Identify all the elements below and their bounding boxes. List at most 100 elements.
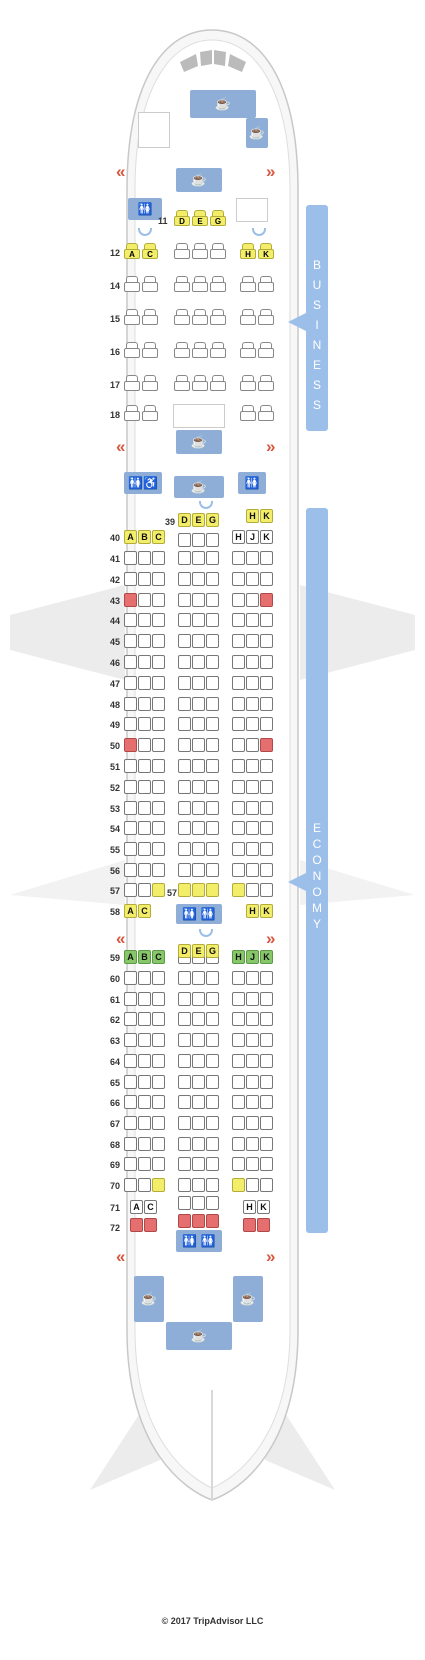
- economy-seat[interactable]: [192, 1012, 205, 1027]
- economy-seat[interactable]: [138, 1012, 151, 1027]
- business-seat[interactable]: [210, 309, 226, 325]
- economy-seat[interactable]: [152, 655, 165, 669]
- economy-seat[interactable]: [138, 717, 151, 732]
- economy-seat[interactable]: [178, 800, 191, 815]
- economy-seat[interactable]: [152, 883, 165, 897]
- economy-seat[interactable]: [178, 1214, 191, 1228]
- economy-seat[interactable]: [246, 800, 259, 815]
- economy-seat[interactable]: [192, 696, 205, 711]
- economy-seat[interactable]: [232, 613, 245, 628]
- business-seat[interactable]: [174, 309, 190, 325]
- economy-seat[interactable]: B: [138, 950, 151, 964]
- economy-seat[interactable]: [124, 1074, 137, 1089]
- business-seat[interactable]: [258, 405, 274, 421]
- economy-seat[interactable]: [260, 717, 273, 732]
- economy-seat[interactable]: [152, 1178, 165, 1192]
- economy-seat[interactable]: [178, 696, 191, 711]
- economy-seat[interactable]: [192, 1053, 205, 1068]
- economy-seat[interactable]: [152, 1033, 165, 1048]
- economy-seat[interactable]: [152, 592, 165, 607]
- business-seat[interactable]: [192, 243, 208, 259]
- economy-seat[interactable]: [206, 592, 219, 607]
- economy-seat[interactable]: [152, 779, 165, 794]
- economy-seat[interactable]: [246, 1012, 259, 1027]
- economy-seat[interactable]: [138, 655, 151, 669]
- economy-seat[interactable]: [260, 1178, 273, 1192]
- economy-seat[interactable]: [124, 655, 137, 669]
- economy-seat[interactable]: [138, 1033, 151, 1048]
- economy-seat[interactable]: [246, 675, 259, 690]
- economy-seat[interactable]: [192, 863, 205, 877]
- economy-seat[interactable]: [246, 592, 259, 607]
- economy-seat[interactable]: [178, 991, 191, 1006]
- economy-seat[interactable]: [124, 883, 137, 897]
- economy-seat[interactable]: [232, 1136, 245, 1151]
- economy-seat[interactable]: [192, 821, 205, 836]
- economy-seat[interactable]: [152, 551, 165, 565]
- economy-seat[interactable]: [232, 634, 245, 649]
- economy-seat[interactable]: [232, 779, 245, 794]
- economy-seat[interactable]: [260, 1012, 273, 1027]
- economy-seat[interactable]: [124, 1053, 137, 1068]
- economy-seat[interactable]: [130, 1218, 143, 1232]
- economy-seat[interactable]: [206, 759, 219, 773]
- economy-seat[interactable]: [178, 551, 191, 565]
- economy-seat[interactable]: [178, 675, 191, 690]
- economy-seat[interactable]: [232, 863, 245, 877]
- economy-seat[interactable]: [260, 971, 273, 985]
- economy-seat[interactable]: [246, 1095, 259, 1110]
- economy-seat[interactable]: [246, 779, 259, 794]
- business-seat[interactable]: [142, 405, 158, 421]
- economy-seat[interactable]: [138, 613, 151, 628]
- economy-seat[interactable]: [260, 613, 273, 628]
- economy-seat[interactable]: [246, 1157, 259, 1172]
- economy-seat[interactable]: [178, 1157, 191, 1172]
- economy-seat[interactable]: [232, 883, 245, 897]
- economy-seat[interactable]: [192, 779, 205, 794]
- economy-seat[interactable]: [178, 1196, 191, 1210]
- economy-seat[interactable]: [138, 592, 151, 607]
- business-seat[interactable]: K: [258, 243, 274, 259]
- economy-seat[interactable]: [178, 883, 191, 897]
- economy-seat[interactable]: [192, 971, 205, 985]
- economy-seat[interactable]: [260, 675, 273, 690]
- economy-seat[interactable]: [152, 1115, 165, 1130]
- economy-seat[interactable]: [152, 1074, 165, 1089]
- economy-seat[interactable]: [206, 1053, 219, 1068]
- economy-seat[interactable]: [178, 1074, 191, 1089]
- economy-seat[interactable]: [206, 991, 219, 1006]
- business-seat[interactable]: D: [174, 210, 190, 226]
- business-seat[interactable]: [174, 375, 190, 391]
- economy-seat[interactable]: [232, 1095, 245, 1110]
- economy-seat[interactable]: [144, 1218, 157, 1232]
- business-seat[interactable]: [258, 375, 274, 391]
- economy-seat[interactable]: [138, 842, 151, 857]
- economy-seat[interactable]: [124, 1095, 137, 1110]
- economy-seat[interactable]: [138, 1095, 151, 1110]
- economy-seat[interactable]: [246, 1136, 259, 1151]
- business-seat[interactable]: [174, 342, 190, 358]
- economy-seat[interactable]: [257, 1218, 270, 1232]
- economy-seat[interactable]: [124, 1136, 137, 1151]
- economy-seat[interactable]: [246, 1033, 259, 1048]
- economy-seat[interactable]: [232, 571, 245, 586]
- economy-seat[interactable]: H: [232, 530, 245, 544]
- economy-seat[interactable]: [260, 592, 273, 607]
- economy-seat[interactable]: [232, 991, 245, 1006]
- economy-seat[interactable]: [260, 759, 273, 773]
- economy-seat[interactable]: [178, 533, 191, 547]
- economy-seat[interactable]: [124, 800, 137, 815]
- economy-seat[interactable]: [152, 1012, 165, 1027]
- economy-seat[interactable]: [192, 1095, 205, 1110]
- economy-seat[interactable]: [232, 759, 245, 773]
- economy-seat[interactable]: [192, 1214, 205, 1228]
- economy-seat[interactable]: [152, 1136, 165, 1151]
- business-seat[interactable]: [124, 375, 140, 391]
- economy-seat[interactable]: [260, 1033, 273, 1048]
- economy-seat[interactable]: [138, 779, 151, 794]
- economy-seat[interactable]: [152, 991, 165, 1006]
- business-seat[interactable]: [258, 309, 274, 325]
- economy-seat[interactable]: [232, 592, 245, 607]
- economy-seat[interactable]: [192, 1115, 205, 1130]
- economy-seat[interactable]: [206, 533, 219, 547]
